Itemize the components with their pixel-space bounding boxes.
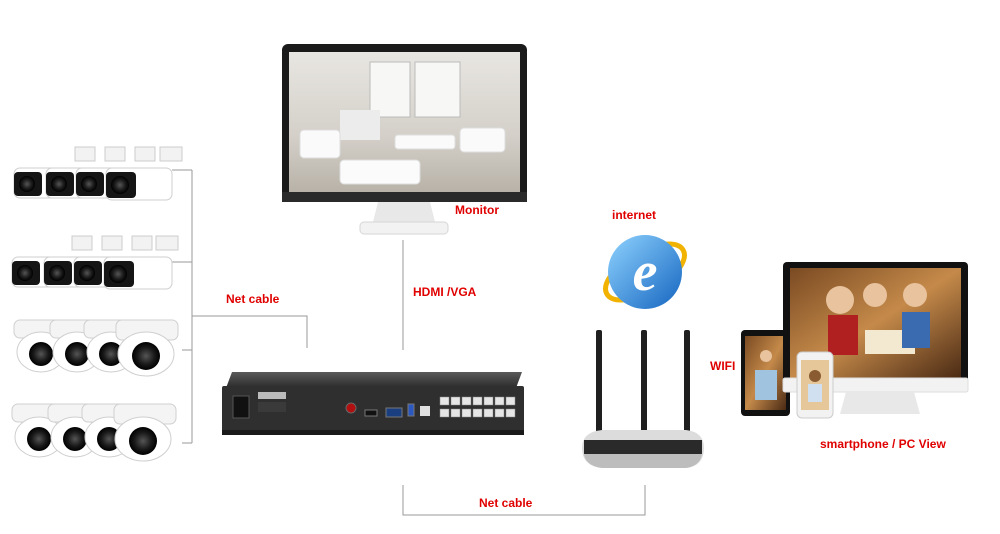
router-antenna: [596, 330, 602, 438]
net-cable-to-nvr: [192, 315, 308, 348]
nvr-poe-ports: [439, 396, 516, 418]
wifi-router: [582, 330, 704, 468]
internet-explorer-icon: e: [603, 235, 687, 309]
bullet-camera: [105, 146, 183, 201]
bullet-cameras-group-2: [11, 235, 179, 290]
dome-cameras-group-1: [13, 319, 179, 377]
bullet-camera: [103, 235, 179, 290]
nvr-recorder: [222, 372, 524, 435]
dome-camera: [115, 319, 179, 377]
router-antenna: [684, 330, 690, 438]
net-cable-label-bottom: Net cable: [479, 496, 533, 510]
net-cable-label-left: Net cable: [226, 292, 280, 306]
router-antenna: [641, 330, 647, 438]
tablet: [741, 330, 790, 416]
connection-lines: [172, 169, 646, 516]
monitor-label: Monitor: [455, 203, 499, 217]
monitor-stand: [359, 221, 449, 235]
wifi-label: WIFI: [710, 359, 736, 373]
internet-label: internet: [612, 208, 657, 222]
smartphone: [796, 351, 834, 419]
smartphone-pc-view-label: smartphone / PC View: [820, 437, 946, 451]
dome-camera: [113, 403, 177, 462]
svg-text:e: e: [633, 241, 658, 303]
monitor: [282, 44, 527, 235]
bullet-cameras-group-1: [13, 146, 183, 201]
hdmi-vga-label: HDMI /VGA: [413, 285, 477, 299]
net-cable-nvr-router: [402, 485, 646, 516]
dome-cameras-group-2: [11, 403, 177, 462]
